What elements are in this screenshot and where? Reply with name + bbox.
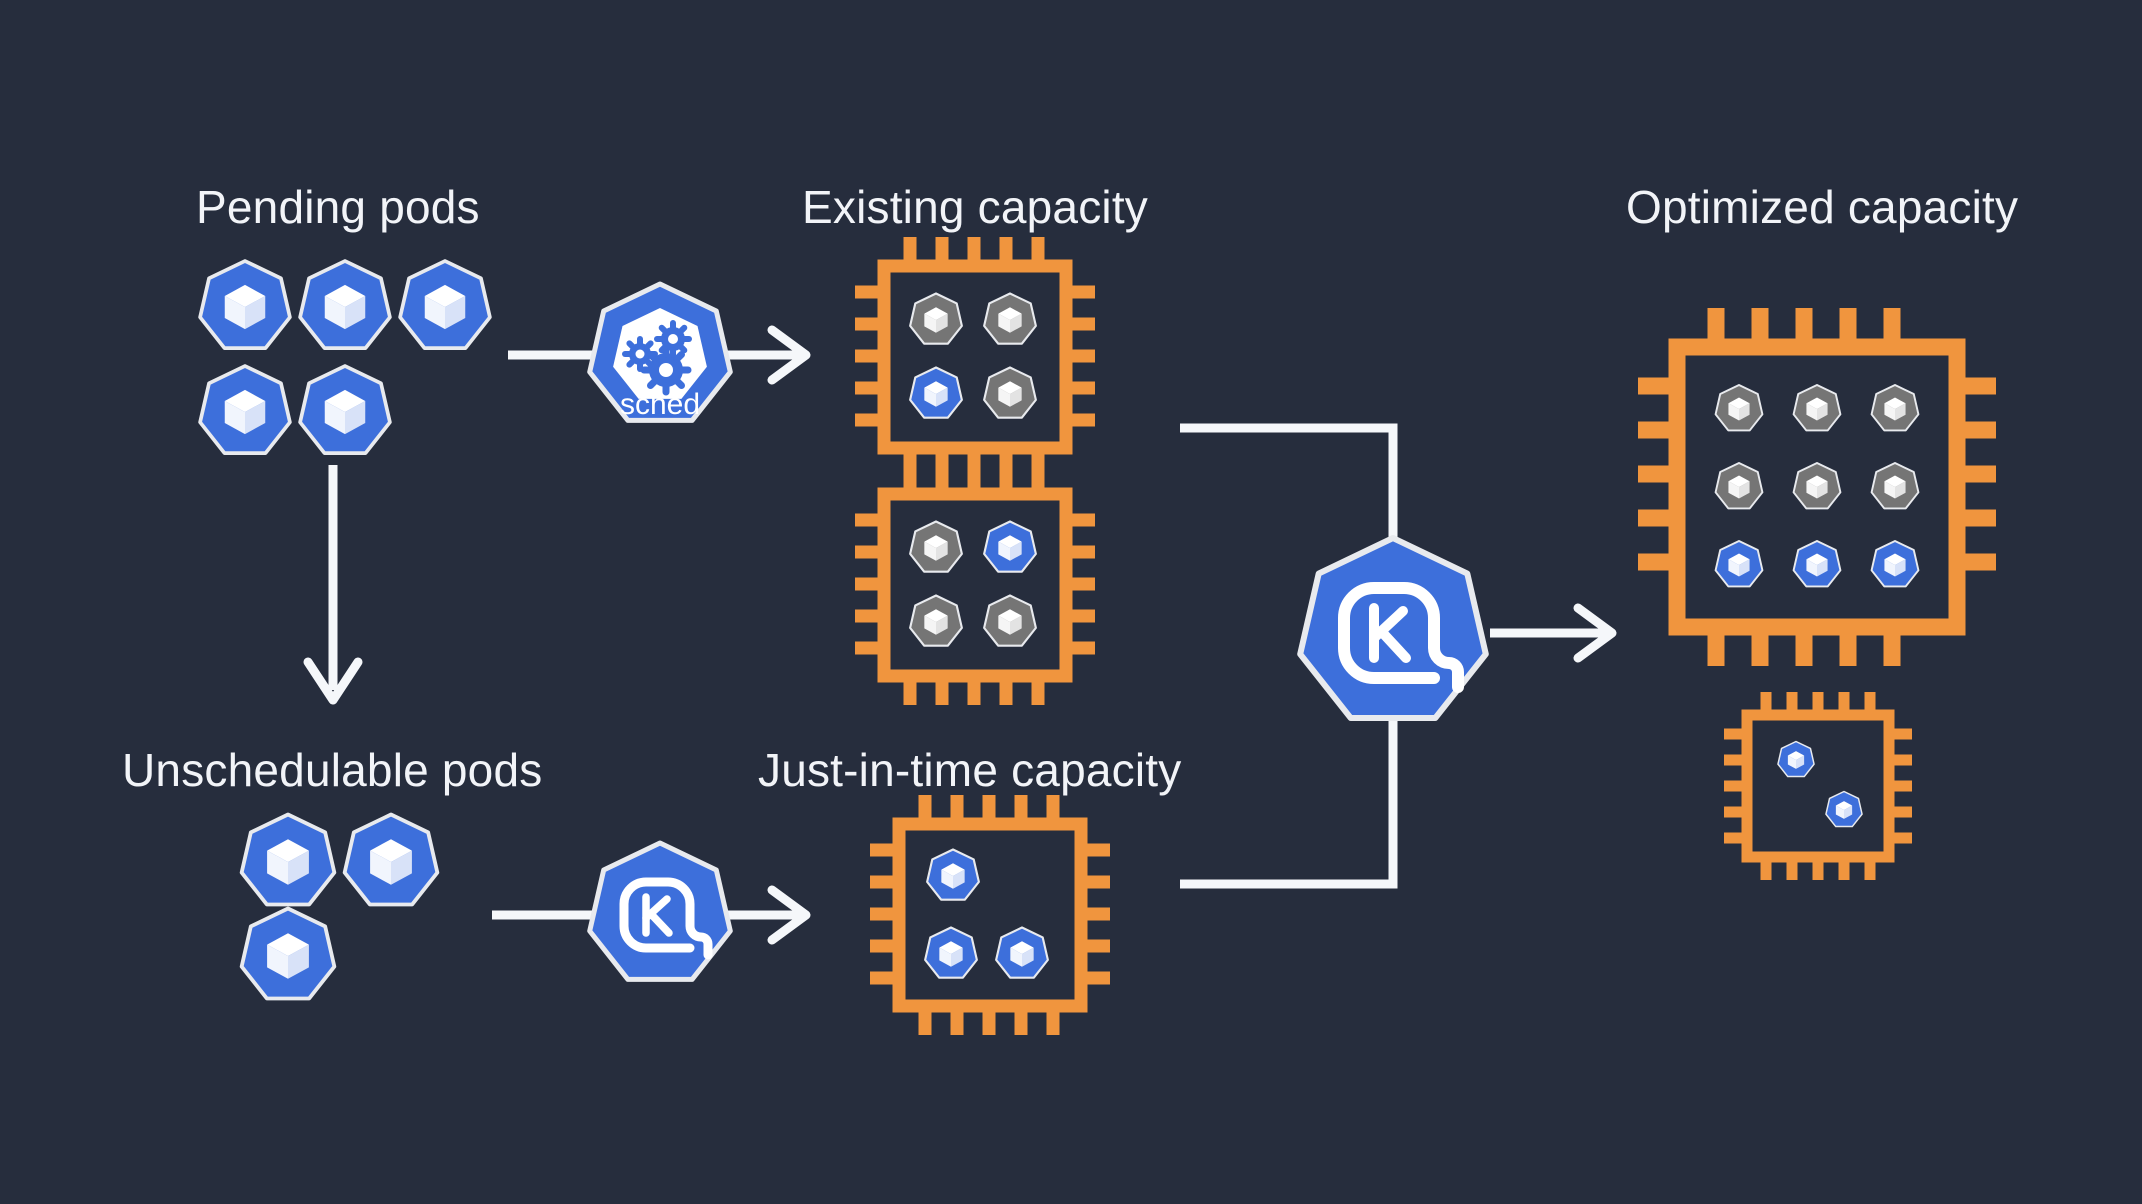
label-pending-pods: Pending pods [196, 181, 480, 233]
karpenter-logo-icon [587, 840, 733, 982]
karpenter-logo-icon [1297, 535, 1489, 721]
gears-icon [622, 320, 692, 396]
scheduler-caption: sched [620, 388, 700, 421]
cpu-chip-just-in-time [870, 795, 1110, 1035]
label-optimized-capacity: Optimized capacity [1626, 181, 2019, 233]
label-unschedulable-pods: Unschedulable pods [122, 744, 543, 796]
arrow-pending-to-unschedulable [303, 465, 363, 705]
arrow-karpenter-to-optimized [1490, 603, 1617, 663]
bracket-capacity-to-karpenter [1180, 423, 1398, 889]
label-just-in-time-capacity: Just-in-time capacity [758, 744, 1182, 796]
cpu-chip-optimized-small [1724, 692, 1912, 880]
cpu-chip-existing-2 [855, 465, 1095, 705]
cpu-chip-optimized-large [1638, 308, 1996, 666]
scheduler-icon: sched [587, 281, 733, 423]
cpu-chip-existing-1 [855, 237, 1095, 477]
label-existing-capacity: Existing capacity [802, 181, 1148, 233]
